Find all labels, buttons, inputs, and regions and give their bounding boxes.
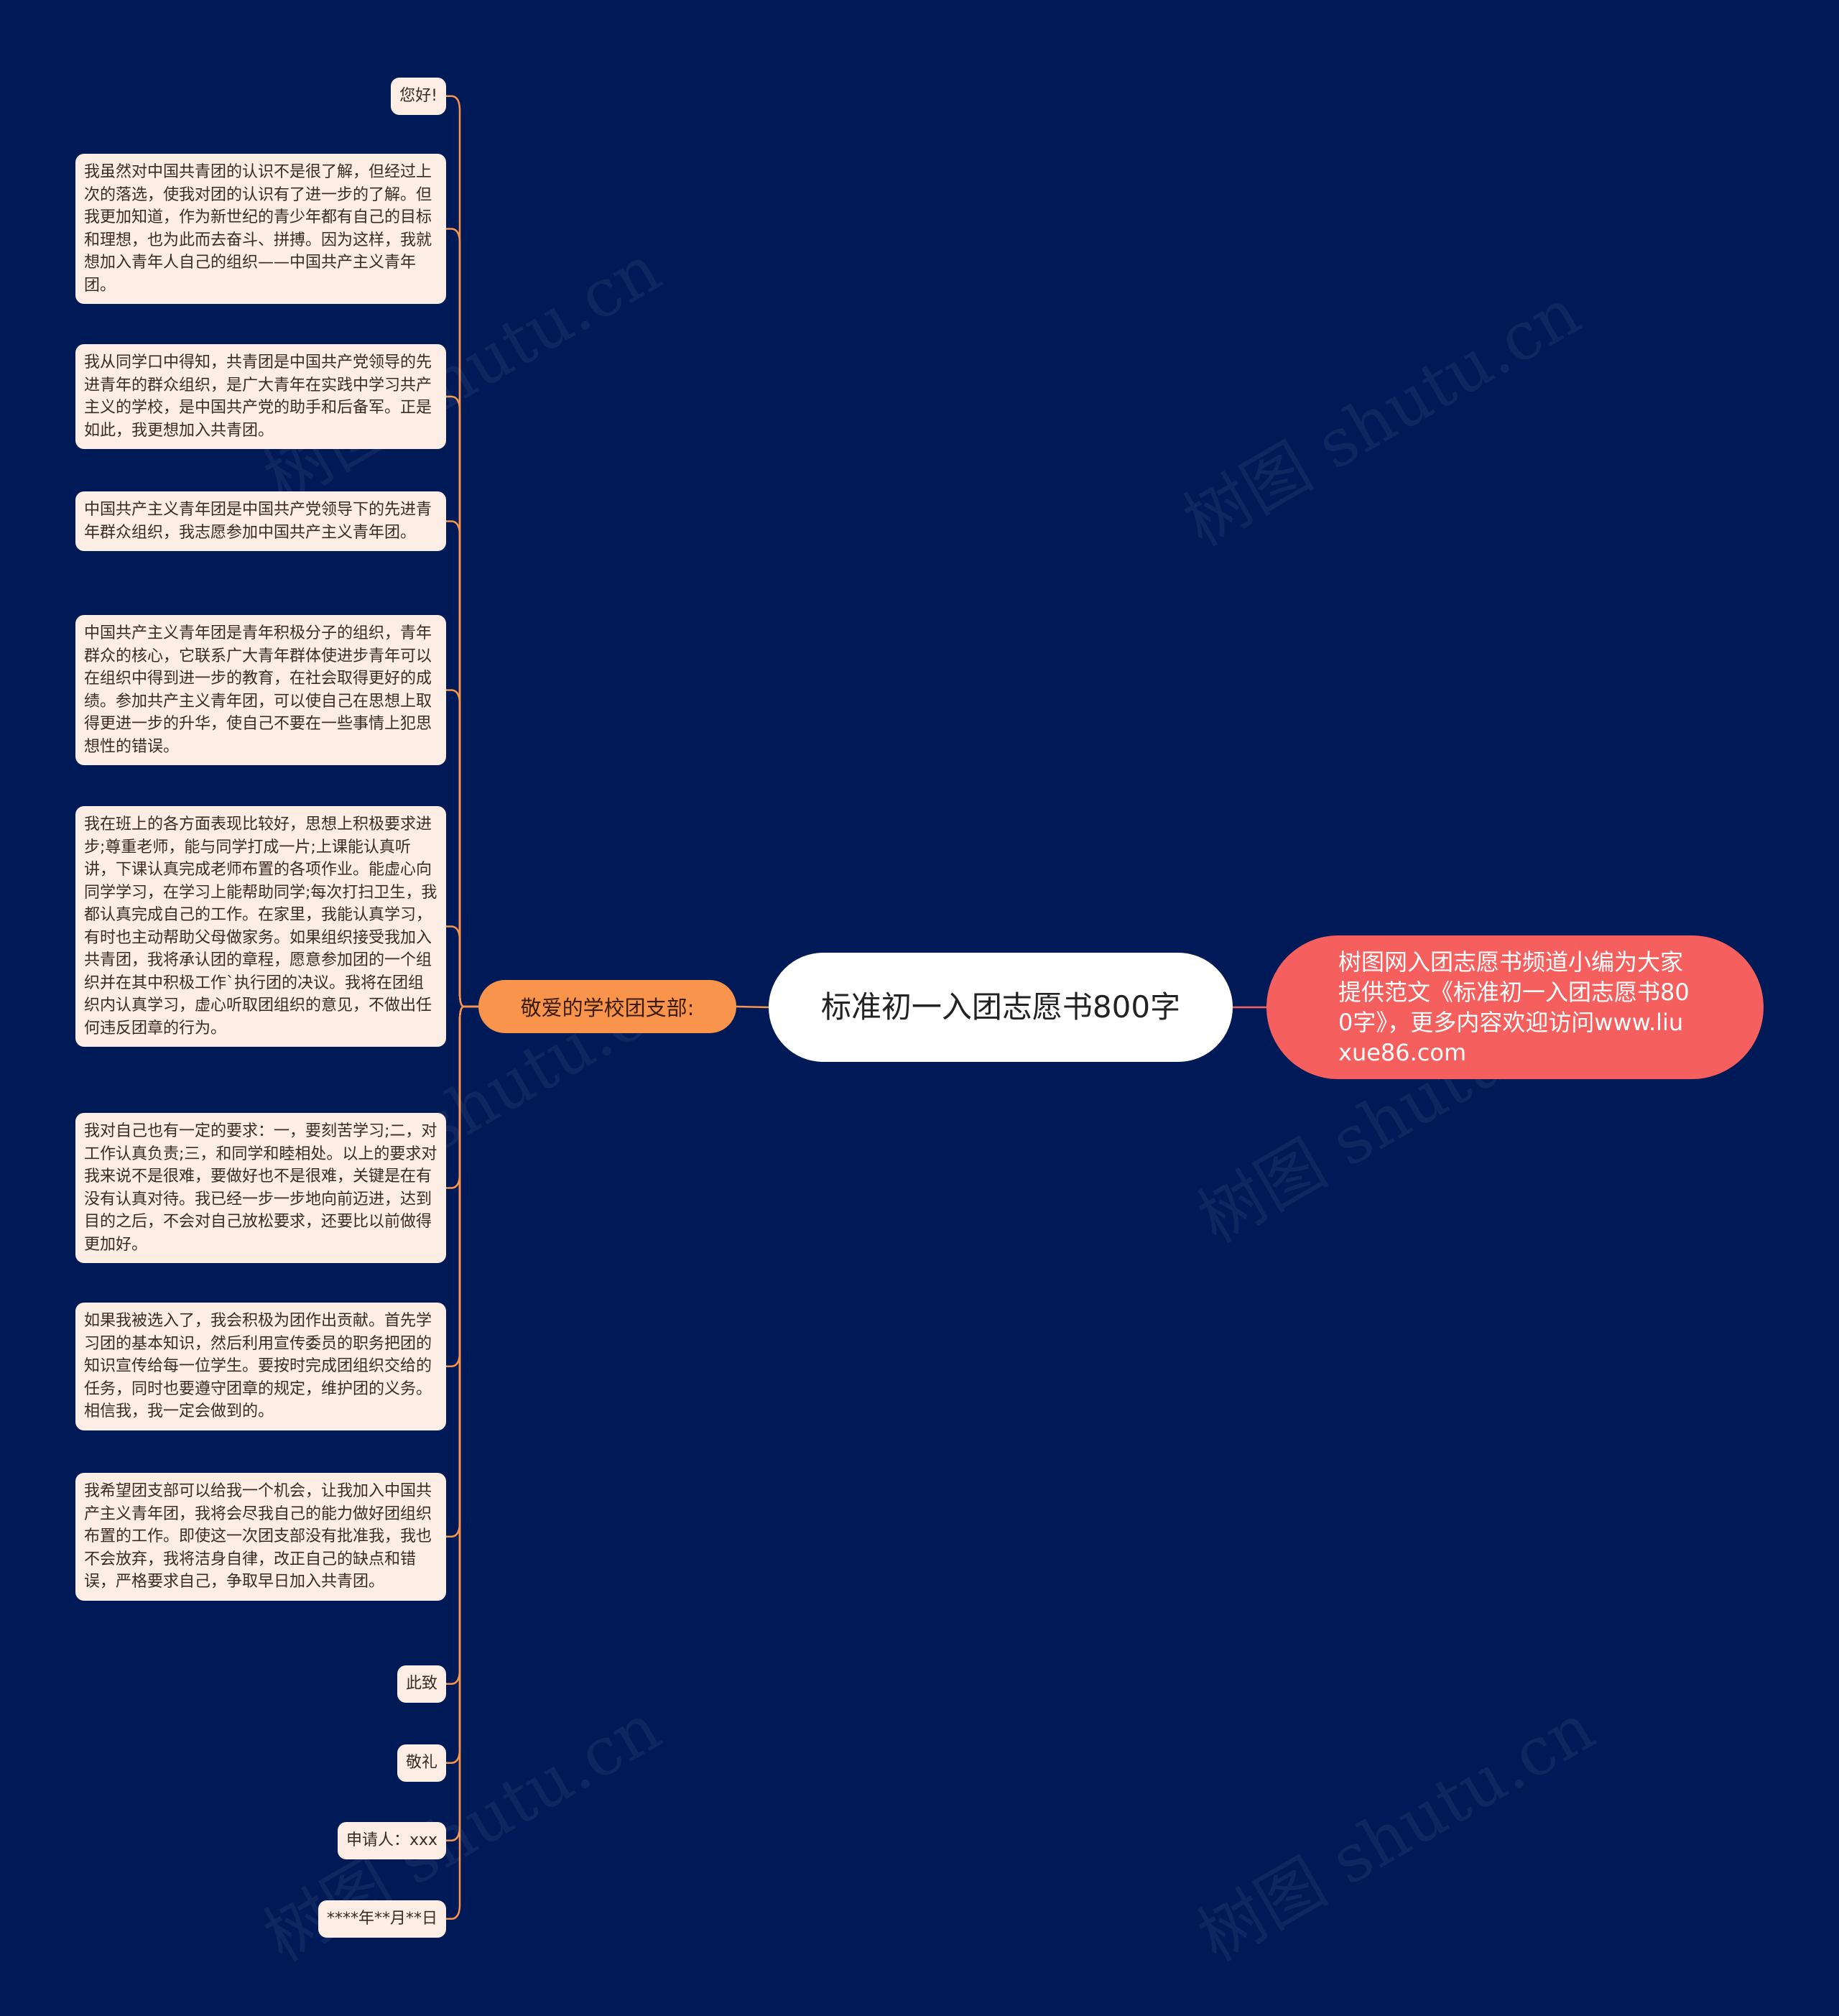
leaf-connector bbox=[446, 95, 478, 1008]
hub-label: 敬爱的学校团支部: bbox=[520, 996, 695, 1020]
leaf-connector bbox=[446, 228, 478, 1008]
leaf-node-paragraph[interactable]: 我从同学口中得知，共青团是中国共产党领导的先进青年的群众组织，是广大青年在实践中… bbox=[75, 344, 446, 449]
leaf-node-paragraph[interactable]: 中国共产主义青年团是中国共产党领导下的先进青年群众组织，我志愿参加中国共产主义青… bbox=[75, 491, 446, 551]
leaf-node-paragraph[interactable]: 我在班上的各方面表现比较好，思想上积极要求进步;尊重老师，能与同学打成一片;上课… bbox=[75, 806, 446, 1047]
note-label: 树图网入团志愿书频道小编为大家提供范文《标准初一入团志愿书800字》，更多内容欢… bbox=[1338, 948, 1690, 1066]
leaf-node-closing[interactable]: 敬礼 bbox=[397, 1744, 446, 1782]
leaf-connector bbox=[446, 520, 478, 1008]
leaf-node-closing[interactable]: 此致 bbox=[397, 1665, 446, 1703]
leaf-node-paragraph[interactable]: 我对自己也有一定的要求：一，要刻苦学习;二，对工作认真负责;三，和同学和睦相处。… bbox=[75, 1113, 446, 1263]
root-label: 标准初一入团志愿书800字 bbox=[820, 989, 1181, 1025]
leaf-connector bbox=[446, 395, 478, 1008]
leaf-node-date[interactable]: ****年**月**日 bbox=[318, 1900, 446, 1938]
leaf-connector bbox=[446, 1005, 478, 1538]
leaf-connector bbox=[446, 1005, 478, 1685]
leaf-connector bbox=[446, 1005, 478, 1367]
hub-node-salutation[interactable]: 敬爱的学校团支部: bbox=[478, 980, 736, 1033]
leaf-node-greeting[interactable]: 您好! bbox=[391, 78, 446, 115]
leaf-connector bbox=[446, 1005, 478, 1841]
leaf-node-paragraph[interactable]: 中国共产主义青年团是青年积极分子的组织，青年群众的核心，它联系广大青年群体使进步… bbox=[75, 615, 446, 765]
leaf-connector bbox=[446, 689, 478, 1008]
leaf-connector bbox=[446, 925, 478, 1008]
leaf-connector bbox=[446, 1005, 478, 1920]
leaf-connector bbox=[446, 1005, 478, 1764]
root-node-title[interactable]: 标准初一入团志愿书800字 bbox=[769, 953, 1233, 1062]
note-node-intro[interactable]: 树图网入团志愿书频道小编为大家提供范文《标准初一入团志愿书800字》，更多内容欢… bbox=[1266, 935, 1764, 1079]
leaf-connector bbox=[446, 1005, 478, 1189]
leaf-node-applicant[interactable]: 申请人：xxx bbox=[337, 1822, 446, 1859]
leaf-node-paragraph[interactable]: 我希望团支部可以给我一个机会，让我加入中国共产主义青年团，我将会尽我自己的能力做… bbox=[75, 1473, 446, 1601]
leaf-node-paragraph[interactable]: 我虽然对中国共青团的认识不是很了解，但经过上次的落选，使我对团的认识有了进一步的… bbox=[75, 154, 446, 304]
leaf-node-paragraph[interactable]: 如果我被选入了，我会积极为团作出贡献。首先学习团的基本知识，然后利用宣传委员的职… bbox=[75, 1303, 446, 1430]
